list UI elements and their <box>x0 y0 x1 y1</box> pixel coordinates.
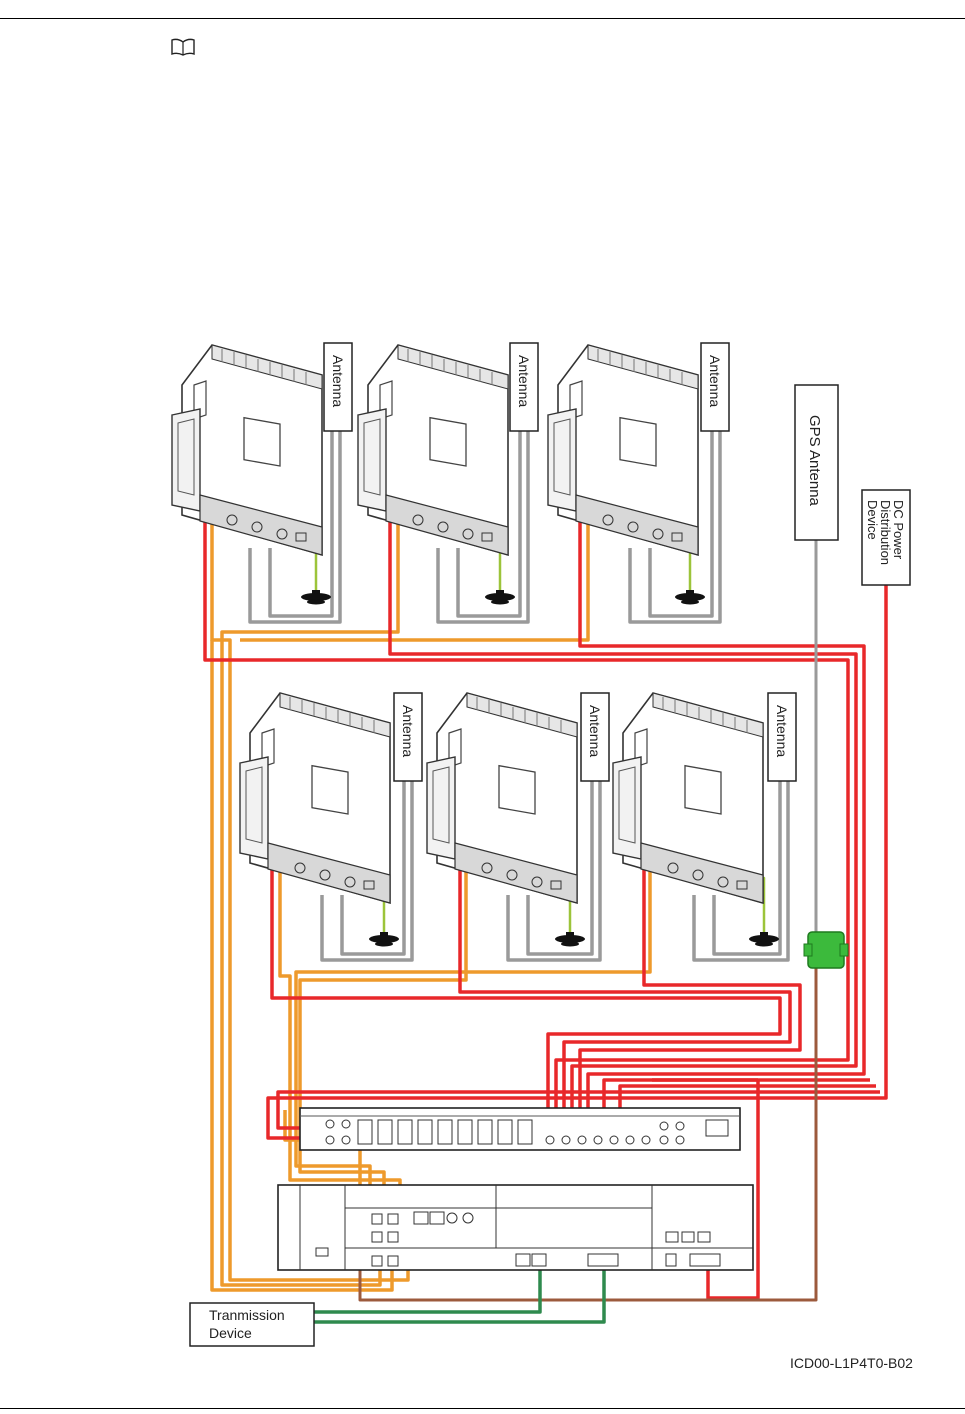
antenna-box: Antenna <box>394 693 422 781</box>
antenna-box: Antenna <box>324 343 352 431</box>
antenna-box: Antenna <box>701 343 729 431</box>
rru-unit <box>427 693 577 903</box>
baseband-unit <box>278 1185 753 1270</box>
antenna-box: Antenna <box>581 693 609 781</box>
dc-power-label-line3: Device <box>865 500 880 540</box>
rru-unit <box>240 693 390 903</box>
rru-unit <box>548 345 698 555</box>
antenna-label: Antenna <box>516 355 532 407</box>
antenna-box: Antenna <box>768 693 796 781</box>
power-distribution-unit <box>300 1108 740 1150</box>
ground-symbol <box>675 590 705 605</box>
ground-symbol <box>369 932 399 947</box>
rru-unit <box>172 345 322 555</box>
gps-antenna-label: GPS Antenna <box>806 415 823 507</box>
antenna-label: Antenna <box>400 705 416 757</box>
ground-symbol <box>555 932 585 947</box>
gps-surge-protector <box>804 932 848 968</box>
transmission-device-box: Tranmission Device <box>190 1303 314 1346</box>
antenna-box: Antenna <box>510 343 538 431</box>
rru-unit <box>613 693 763 903</box>
antenna-label: Antenna <box>587 705 603 757</box>
gps-antenna-box: GPS Antenna <box>795 385 838 540</box>
antenna-label: Antenna <box>330 355 346 407</box>
transmission-label-line2: Device <box>209 1325 252 1341</box>
ground-symbol <box>301 590 331 605</box>
antenna-label: Antenna <box>707 355 723 407</box>
ground-symbol <box>485 590 515 605</box>
rru-unit <box>358 345 508 555</box>
dc-power-distribution-box: DC Power Distribution Device <box>862 490 910 585</box>
ground-symbol <box>749 932 779 947</box>
figure-id: ICD00-L1P4T0-B02 <box>790 1355 913 1371</box>
antenna-label: Antenna <box>774 705 790 757</box>
transmission-label-line1: Tranmission <box>209 1307 285 1323</box>
